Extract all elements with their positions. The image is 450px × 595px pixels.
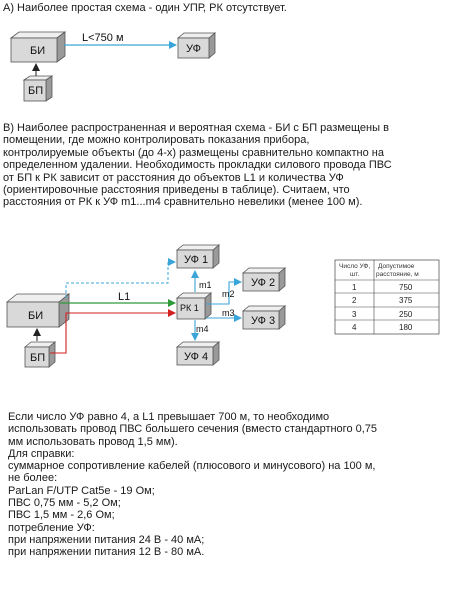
power-line	[50, 309, 176, 354]
bi-b-label: БИ	[28, 310, 43, 322]
l1-label: L1	[118, 291, 130, 303]
table-header-distance-line1: Допустимое	[378, 263, 415, 270]
bi-block-b: БИ	[5, 293, 71, 328]
table-cell-count: 1	[352, 283, 357, 292]
scheme-b: БИ БП РК 1 L1 УФ 1	[5, 244, 287, 368]
table-cell-distance: 750	[399, 283, 413, 292]
bp-block: БП	[22, 75, 54, 102]
bp-b-label: БП	[30, 352, 45, 364]
table-cell-count: 3	[352, 310, 357, 319]
uf-block: УФ	[176, 32, 217, 59]
m2-label: m2	[222, 289, 235, 299]
table-cell-distance: 250	[399, 310, 413, 319]
uf4-label: УФ 4	[184, 351, 208, 363]
uf4-block: УФ 4	[175, 341, 221, 366]
uf1-block: УФ 1	[175, 244, 221, 269]
bi-label: БИ	[30, 45, 45, 57]
section-b-paragraph: B) Наиболее распространенная и вероятная…	[3, 122, 392, 209]
bi-to-uf1-dashed-line	[65, 258, 176, 298]
uf2-label: УФ 2	[251, 277, 275, 289]
uf3-block: УФ 3	[241, 305, 287, 330]
table-cell-distance: 375	[399, 296, 413, 305]
table-cell-distance: 180	[399, 323, 413, 332]
m3-label: m3	[222, 308, 235, 318]
notes-paragraph: Если число УФ равно 4, а L1 превышает 70…	[8, 411, 378, 559]
section-a-title: А) Наиболее простая схема - один УПР, РК…	[3, 2, 287, 14]
rk-block: РК 1	[175, 292, 213, 320]
uf1-label: УФ 1	[184, 254, 208, 266]
m1-label: m1	[199, 280, 212, 290]
bp-block-b: БП	[23, 341, 57, 368]
m2-line	[206, 278, 242, 305]
table-header-count-line1: Число УФ,	[339, 263, 370, 270]
table-header-distance-line2: расстояние, м	[376, 271, 419, 278]
uf-label: УФ	[186, 43, 201, 55]
link-length-label: L<750 м	[82, 32, 124, 44]
bi-block: БИ	[9, 31, 67, 63]
uf2-block: УФ 2	[241, 267, 287, 292]
table-header-count-line2: шт.	[350, 271, 359, 278]
rk-label: РК 1	[180, 303, 199, 313]
distance-table: Число УФ, шт. Допустимое расстояние, м 1…	[334, 259, 440, 335]
scheme-a: БИ БП L<750 м УФ	[9, 31, 217, 102]
m4-label: m4	[196, 324, 209, 334]
bp-label: БП	[28, 85, 43, 97]
uf3-label: УФ 3	[251, 315, 275, 327]
table-cell-count: 4	[352, 323, 357, 332]
table-cell-count: 2	[352, 296, 357, 305]
